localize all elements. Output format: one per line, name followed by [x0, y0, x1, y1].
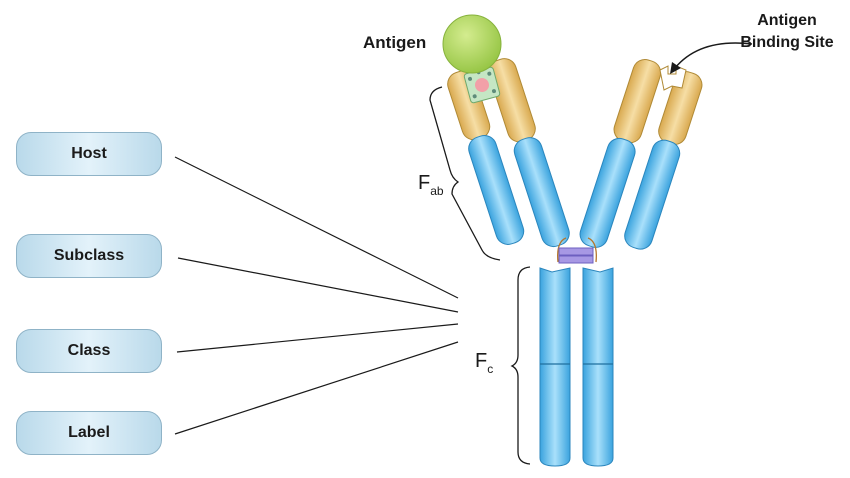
- antigen-sphere: [442, 14, 502, 74]
- binding-site-line1: Antigen: [757, 12, 817, 29]
- fc-stem-left: [539, 267, 571, 467]
- epitope: [463, 66, 501, 104]
- left-arm-inner: [488, 58, 570, 248]
- right-arm-outer: [624, 71, 703, 250]
- fab-bracket: [429, 86, 501, 261]
- fc-sub: c: [487, 362, 494, 376]
- connector-label: [174, 341, 459, 435]
- fc-stem-right: [582, 267, 614, 467]
- binding-site-line2: Binding Site: [740, 34, 834, 51]
- host-button[interactable]: Host: [16, 132, 162, 176]
- fab-main: F: [418, 172, 431, 194]
- binding-site-label: Antigen Binding Site: [732, 10, 842, 54]
- connector-subclass: [177, 257, 459, 313]
- antigen-label: Antigen: [363, 33, 427, 52]
- host-label: Host: [71, 145, 107, 162]
- class-label: Class: [67, 342, 111, 359]
- subclass-label: Subclass: [53, 247, 125, 264]
- fc-label: Fc: [475, 350, 493, 376]
- fab-sub: ab: [430, 184, 444, 198]
- right-arm-inner: [579, 59, 662, 248]
- label-label: Label: [68, 424, 110, 441]
- binding-site-arrow: [670, 42, 753, 74]
- subclass-button[interactable]: Subclass: [16, 234, 162, 278]
- connector-host: [174, 156, 459, 299]
- fc-main: F: [475, 350, 488, 372]
- connector-class: [176, 323, 459, 353]
- class-button[interactable]: Class: [16, 329, 162, 373]
- label-button[interactable]: Label: [16, 411, 162, 455]
- left-arm-outer: [447, 70, 525, 245]
- fc-bracket: [510, 266, 531, 465]
- connector-lines: [174, 156, 459, 435]
- fab-label: Fab: [418, 172, 444, 198]
- hinge-region: [557, 237, 597, 264]
